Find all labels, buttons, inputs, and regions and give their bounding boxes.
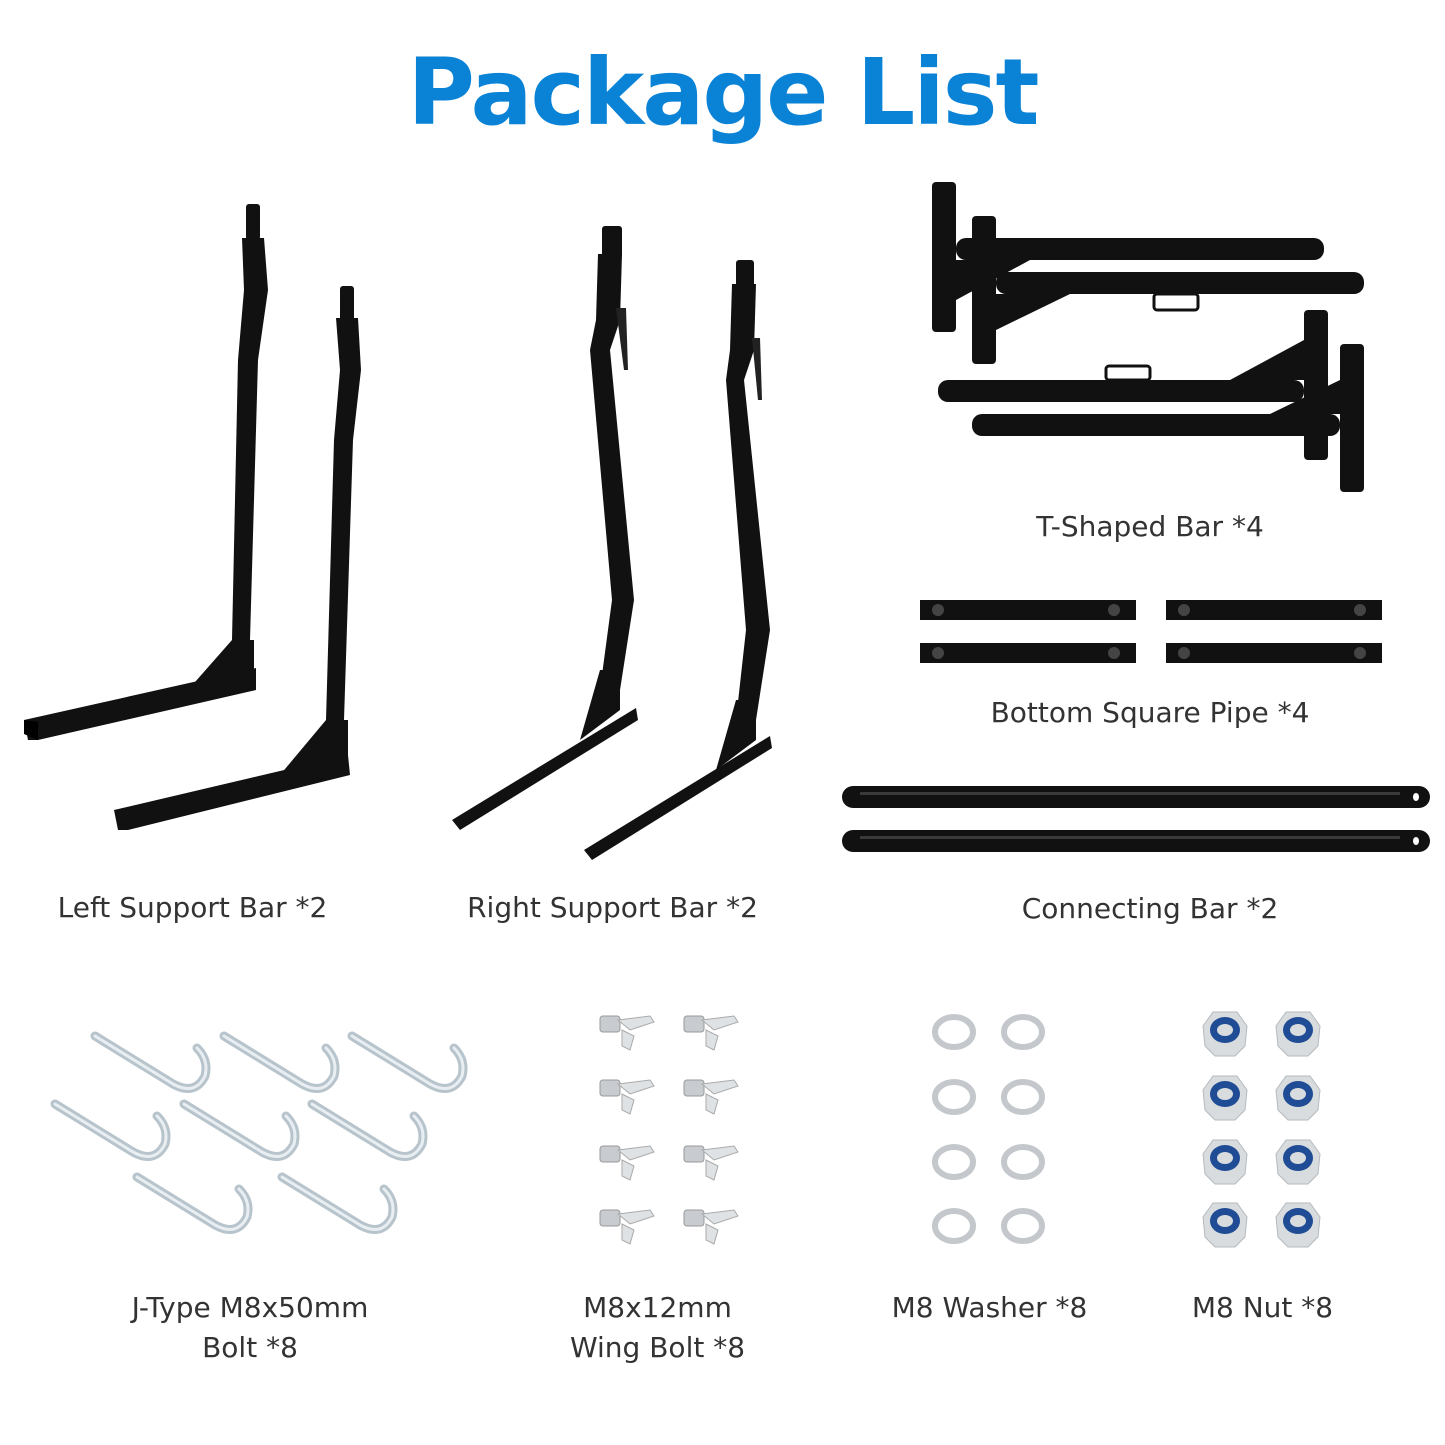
item-label-j-bolt-line2: Bolt *8 [202, 1331, 298, 1364]
item-label-j-bolt-line1: J-Type M8x50mm [131, 1291, 369, 1324]
right-support-bar-icon [440, 220, 800, 860]
t-shaped-bar-icon [900, 170, 1400, 500]
left-support-bar-icon [18, 200, 368, 840]
connecting-bar-icon [840, 782, 1432, 854]
nut-icon [1195, 1008, 1335, 1248]
page-title: Package List [407, 39, 1039, 146]
item-label-nut: M8 Nut *8 [1191, 1291, 1334, 1324]
washer-icon [920, 1010, 1060, 1250]
item-label-right-support-bar: Right Support Bar *2 [467, 891, 758, 924]
item-label-left-support-bar: Left Support Bar *2 [57, 891, 328, 924]
item-label-wing-bolt-line1: M8x12mm [583, 1291, 732, 1324]
square-pipe-icon [918, 598, 1388, 668]
item-label-washer: M8 Washer *8 [891, 1291, 1088, 1324]
item-label-connecting-bar: Connecting Bar *2 [1021, 892, 1279, 925]
j-bolt-icon [40, 1020, 470, 1240]
item-label-t-shaped-bar: T-Shaped Bar *4 [1036, 510, 1264, 543]
item-label-wing-bolt-line2: Wing Bolt *8 [569, 1331, 746, 1364]
item-label-bottom-square-pipe: Bottom Square Pipe *4 [990, 696, 1310, 729]
wing-bolt-icon [580, 1000, 760, 1250]
